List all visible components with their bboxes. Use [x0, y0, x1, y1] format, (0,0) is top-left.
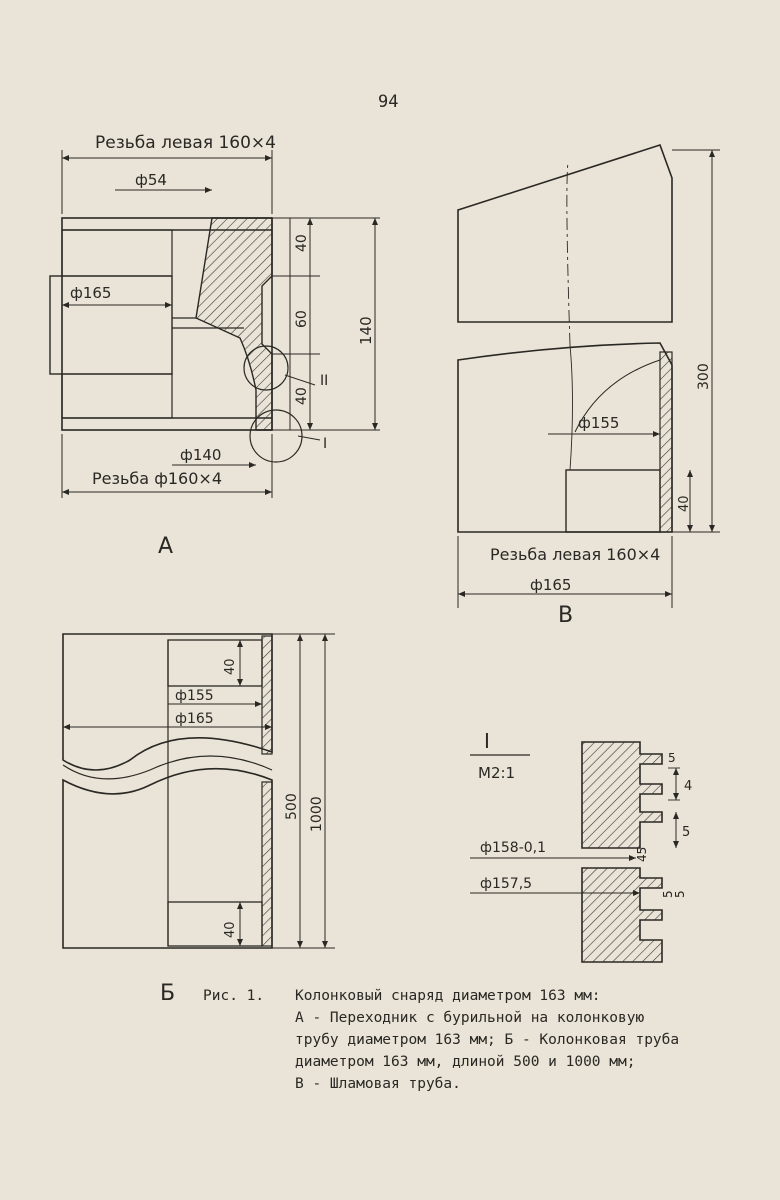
figure-b-upper-section — [62, 633, 273, 771]
fig-a-dia-140: ф140 — [180, 446, 221, 464]
detail-i-dim-4: 4 — [684, 779, 692, 794]
figure-v — [457, 144, 720, 608]
figure-a-hatched-wall — [195, 217, 273, 431]
caption-line: диаметром 163 мм, длиной 500 и 1000 мм; — [295, 1054, 636, 1070]
fig-b-dim-500: 500 — [284, 793, 300, 820]
detail-i-scale: M2:1 — [478, 764, 515, 782]
detail-i-dia-157: ф157,5 — [480, 876, 532, 892]
caption-line: В - Шламовая труба. — [295, 1076, 461, 1092]
fig-v-dia-155: ф155 — [578, 414, 619, 432]
fig-a-detail-1: I — [323, 436, 327, 452]
fig-v-dia-165: ф165 — [530, 576, 571, 594]
fig-b-dia-165: ф165 — [175, 711, 214, 727]
figure-b — [62, 633, 335, 949]
detail-i — [470, 741, 680, 963]
caption-line: Колонковый снаряд диаметром 163 мм: — [295, 988, 601, 1004]
fig-v-thread: Резьба левая 160×4 — [490, 545, 660, 564]
fig-a-label: А — [158, 534, 173, 559]
fig-v-dim-40: 40 — [677, 495, 692, 512]
fig-a-dia-165: ф165 — [70, 284, 111, 302]
fig-b-dim-1000: 1000 — [309, 796, 325, 832]
detail-i-title: I — [484, 729, 490, 753]
fig-a-dim-40-top: 40 — [294, 234, 310, 252]
page-number: 94 — [378, 92, 399, 112]
fig-b-dim-40-bottom: 40 — [223, 921, 238, 938]
fig-a-dim-140: 140 — [357, 316, 375, 345]
detail-i-upper-profile — [581, 741, 663, 849]
figure-a-body — [61, 217, 273, 431]
fig-v-label: В — [558, 603, 573, 628]
fig-a-dim-60: 60 — [294, 310, 310, 328]
fig-a-dim-40-bottom: 40 — [294, 387, 310, 405]
fig-a-thread-bottom: Резьба ф160×4 — [92, 469, 222, 488]
figure-v-top-section — [457, 144, 673, 323]
caption-line: трубу диаметром 163 мм; Б - Колонковая т… — [295, 1032, 680, 1048]
detail-i-dim-5-bottom2: 5 — [673, 890, 687, 898]
caption-line: А - Переходник с бурильной на колонковую — [295, 1010, 645, 1026]
figure-b-lower-section — [62, 767, 273, 949]
detail-i-dim-5-bottom: 5 — [661, 890, 675, 898]
caption-text: Колонковый снаряд диаметром 163 мм: А - … — [295, 985, 735, 1095]
fig-b-dim-40-top: 40 — [223, 658, 238, 675]
fig-b-dia-155: ф155 — [175, 688, 214, 704]
fig-a-detail-2: II — [320, 373, 328, 389]
fig-v-dim-300: 300 — [696, 363, 712, 390]
detail-i-lower-profile — [581, 867, 663, 963]
fig-a-thread-top: Резьба левая 160×4 — [95, 133, 276, 153]
detail-i-dim-5-mid: 5 — [682, 825, 690, 840]
figure-a — [49, 150, 380, 498]
detail-i-dim-5-top: 5 — [668, 751, 676, 765]
fig-a-dia-54: ф54 — [135, 171, 167, 189]
detail-i-dia-158: ф158-0,1 — [480, 840, 546, 856]
caption-figure-number: Рис. 1. — [203, 988, 265, 1004]
detail-i-dim-45: 45 — [635, 847, 649, 862]
caption-figure-id: Б — [160, 981, 176, 1006]
figure-v-bottom-section — [457, 342, 673, 533]
